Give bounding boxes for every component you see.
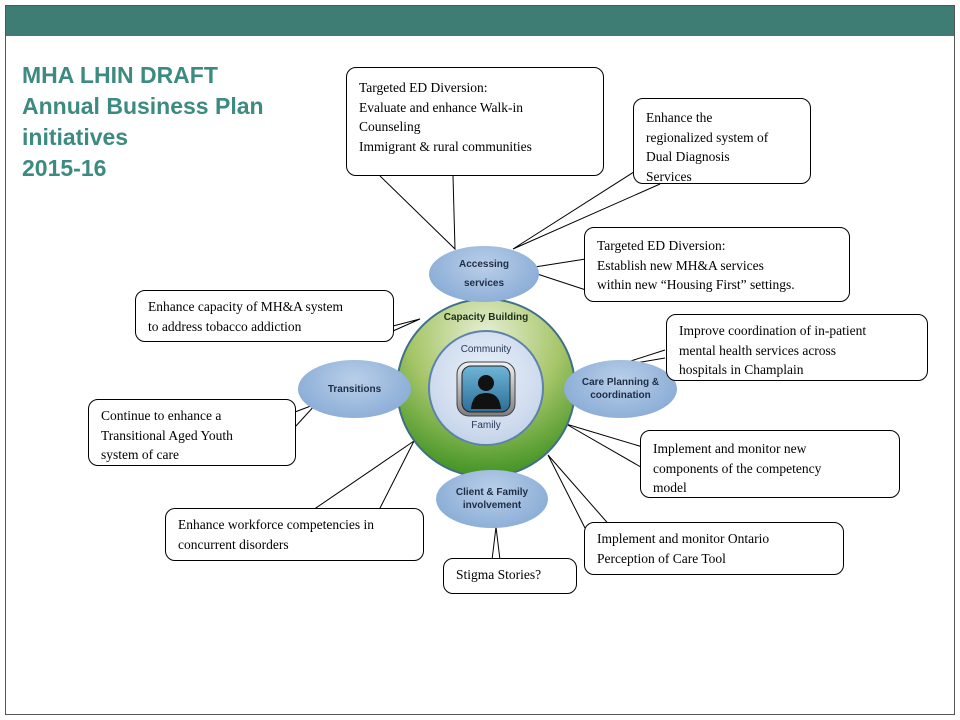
callout-workforce: Enhance workforce competencies in concur… (165, 508, 424, 561)
node-client-family: Client & Family involvement (436, 470, 548, 528)
callout-ed-diversion-walkin: Targeted ED Diversion: Evaluate and enha… (346, 67, 604, 176)
callout-text: Improve coordination of in-patient (679, 323, 867, 338)
callout-text: Immigrant & rural communities (359, 138, 532, 154)
callout-dual-diagnosis: Enhance the regionalized system of Dual … (633, 98, 811, 184)
page-title: MHA LHIN DRAFT Annual Business Plan init… (22, 60, 322, 184)
capacity-building-label: Capacity Building (443, 312, 529, 323)
callout-competency-model: Implement and monitor new components of … (640, 430, 900, 498)
callout-text: Targeted ED Diversion: (597, 238, 726, 253)
callout-perception-of-care: Implement and monitor Ontario Perception… (584, 522, 844, 575)
callout-text: concurrent disorders (178, 536, 289, 552)
pointer-dual (512, 169, 661, 250)
callout-text: Perception of Care Tool (597, 550, 726, 566)
callout-text: Transitional Aged Youth (101, 427, 233, 443)
callout-text: regionalized system of (646, 129, 769, 145)
slide-frame (5, 5, 955, 715)
callout-text: Establish new MH&A services (597, 257, 764, 273)
pointer-workforce (309, 440, 415, 513)
title-line-3: initiatives (22, 124, 129, 150)
callout-text: Counseling (359, 119, 421, 134)
callout-text: to address tobacco addiction (148, 318, 302, 334)
title-line-1: MHA LHIN DRAFT (22, 62, 218, 88)
callout-text: Stigma Stories? (456, 567, 542, 582)
callout-text: Enhance workforce competencies in (178, 517, 375, 532)
pointer-competency (565, 423, 647, 471)
accessing-line-2: services (463, 278, 505, 289)
pointer-stigma (491, 526, 501, 561)
node-accessing-services: Accessing services (429, 246, 539, 302)
callout-text: Enhance capacity of MH&A system (148, 299, 343, 314)
person-icon (456, 361, 516, 417)
node-transitions: Transitions (298, 360, 411, 418)
callout-ed-diversion-housing: Targeted ED Diversion: Establish new MH&… (584, 227, 850, 302)
client-line-2: involvement (462, 500, 522, 511)
callout-text: system of care (101, 447, 179, 462)
callout-text: Evaluate and enhance Walk-in (359, 99, 523, 115)
callout-text: Continue to enhance a (101, 408, 222, 423)
care-line-1: Care Planning & (581, 377, 660, 388)
pointer-perception (547, 454, 613, 529)
node-care-planning: Care Planning & coordination (564, 360, 677, 418)
callout-transitional-aged-youth: Continue to enhance a Transitional Aged … (88, 399, 296, 466)
pointer-tobacco (392, 318, 421, 332)
transitions-label: Transitions (327, 383, 382, 395)
title-line-2: Annual Business Plan (22, 93, 264, 119)
callout-text: mental health services across (679, 342, 837, 358)
callout-text: Enhance the (646, 110, 713, 125)
callout-stigma-stories: Stigma Stories? (443, 558, 577, 594)
title-line-4: 2015-16 (22, 155, 107, 181)
callout-text: model (653, 480, 687, 495)
callout-text: Implement and monitor Ontario (597, 531, 770, 546)
callout-tobacco: Enhance capacity of MH&A system to addre… (135, 290, 394, 342)
accessing-line-1: Accessing (458, 259, 510, 270)
community-label: Community (460, 344, 512, 355)
callout-text: Dual Diagnosis (646, 149, 730, 164)
callout-text: Services (646, 168, 692, 184)
callout-text: components of the competency (653, 460, 822, 476)
callout-text: hospitals in Champlain (679, 362, 804, 377)
pointer-walkin (379, 175, 456, 251)
callout-text: within new “Housing First” settings. (597, 277, 795, 292)
callout-inpatient: Improve coordination of in-patient menta… (666, 314, 928, 381)
client-line-1: Client & Family (455, 487, 529, 498)
care-line-2: coordination (590, 390, 651, 401)
callout-text: Implement and monitor new (653, 441, 807, 456)
header-bar (6, 6, 954, 36)
family-label: Family (471, 420, 501, 431)
callout-text: Targeted ED Diversion: (359, 80, 488, 95)
